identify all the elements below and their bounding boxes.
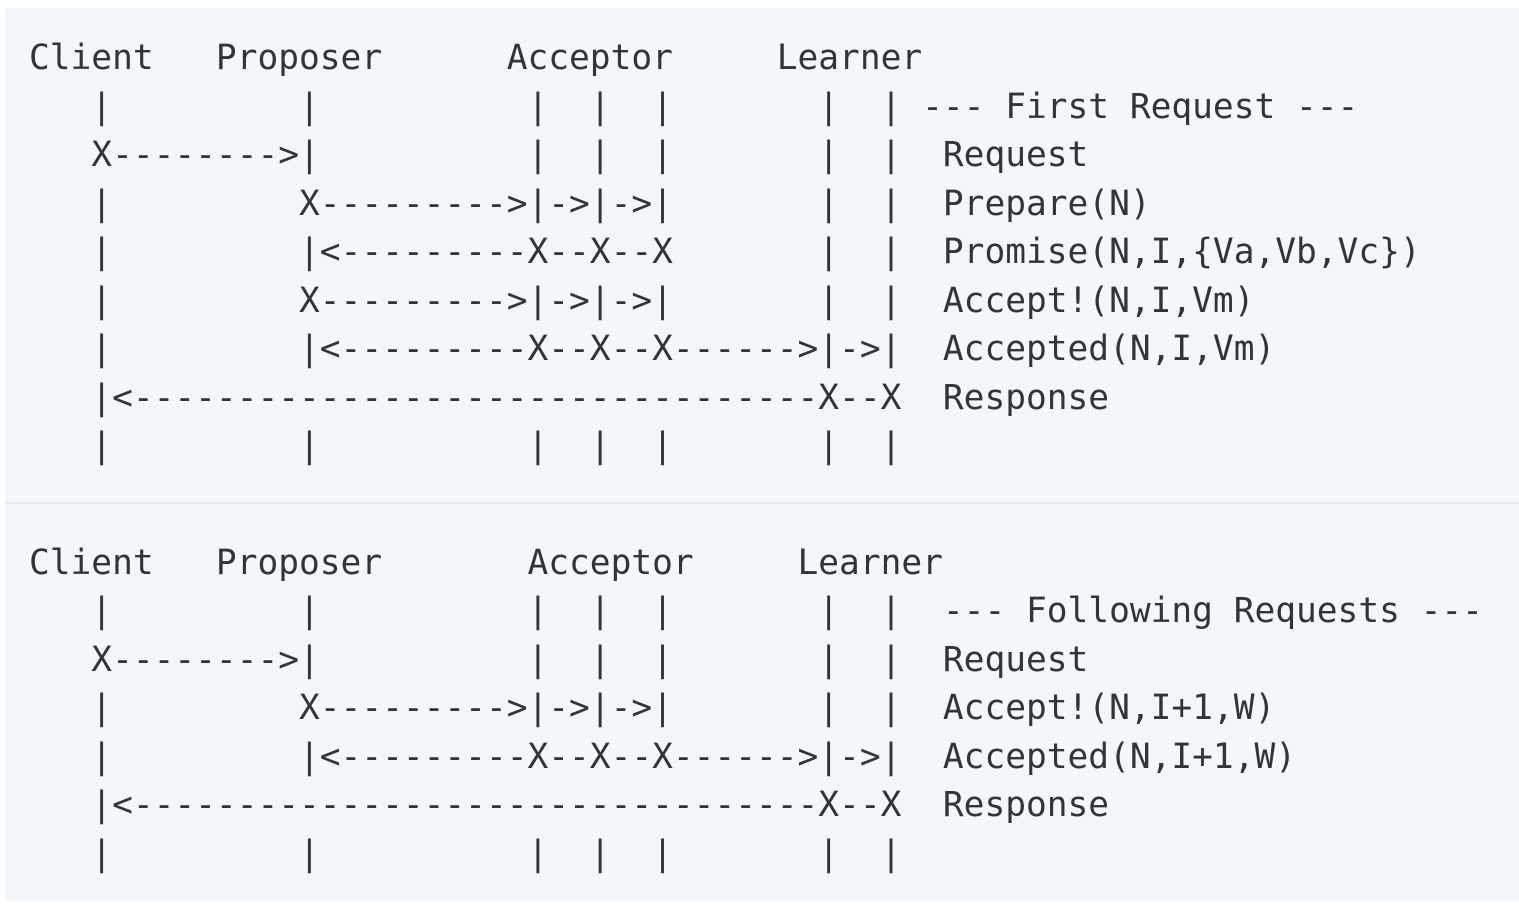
message-line-prepare: | X--------->|->|->| | | Prepare(N) [29,183,1151,224]
message-line-accept: | X--------->|->|->| | | Accept!(N,I+1,W… [29,688,1276,728]
message-line-request: X-------->| | | | | | Request [29,639,1089,680]
actors-header-line: Client Proposer Acceptor Learner [29,38,923,78]
message-line-response: |<---------------------------------X--X … [29,377,1110,418]
code-panel: Client Proposer Acceptor Learner | | | |… [5,8,1519,901]
lifelines-footer-line: | | | | | | | [29,426,902,466]
first-request-sequence-diagram: Client Proposer Acceptor Learner | | | |… [5,8,1519,504]
message-line-accepted: | |<---------X--X--X------>|->| Accepted… [29,736,1297,777]
phase-title-line-first-request: | | | | | | | --- First Request --- [29,86,1359,127]
message-line-response: |<---------------------------------X--X … [29,785,1110,825]
following-requests-sequence-diagram: Client Proposer Acceptor Learner | | | |… [5,503,1519,886]
actors-header-line: Client Proposer Acceptor Learner [29,542,943,583]
message-line-promise: | |<---------X--X--X | | Promise(N,I,{Va… [29,232,1421,272]
message-line-accept: | X--------->|->|->| | | Accept!(N,I,Vm) [29,280,1255,321]
message-line-request: X-------->| | | | | | Request [29,135,1089,175]
message-line-accepted: | |<---------X--X--X------>|->| Accepted… [29,329,1276,369]
phase-title-line-following-requests: | | | | | | | --- Following Requests --- [29,591,1483,631]
lifelines-footer-line: | | | | | | | [29,833,902,874]
